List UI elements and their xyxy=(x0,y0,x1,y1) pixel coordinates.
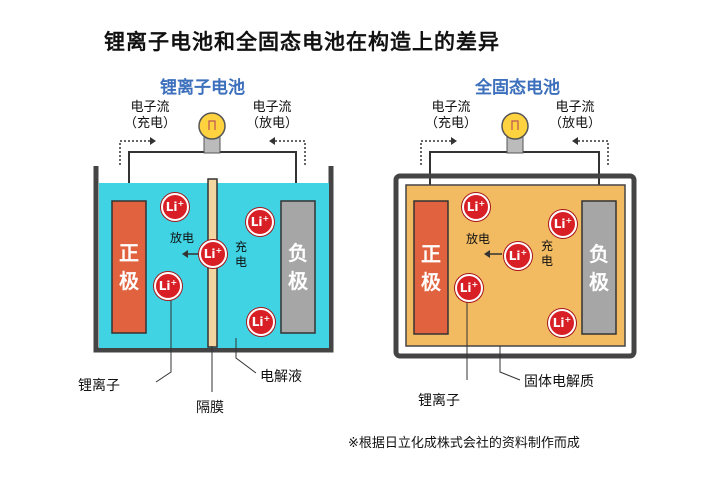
left-charge-label: 充 电 xyxy=(235,240,248,269)
arrow-left-icon xyxy=(182,250,188,258)
heading-solid-state: 全固态电池 xyxy=(475,78,560,98)
right-flow-charge-label: 电子流 （充电） xyxy=(425,100,478,131)
right-container xyxy=(393,173,637,359)
li-ion-icon: Li+ xyxy=(548,309,576,337)
callout-ion xyxy=(155,293,172,383)
solid-electrolyte-callout: 固体电解质 xyxy=(524,374,594,390)
left-negative-label: 负 极 xyxy=(288,241,308,293)
heading-li-ion: 锂离子电池 xyxy=(160,78,245,98)
separator-callout: 隔膜 xyxy=(196,400,224,416)
left-flow-charge-label: 电子流 （充电） xyxy=(124,100,177,131)
arrow-left-icon xyxy=(484,250,490,258)
right-flow-discharge-label: 电子流 （放电） xyxy=(549,100,602,131)
dotted-arrow-icon xyxy=(119,140,150,165)
dotted-arrow-icon xyxy=(578,140,609,165)
electrolyte-callout: 电解液 xyxy=(260,369,302,385)
right-positive-electrode xyxy=(413,200,449,335)
callout-electrolyte xyxy=(235,338,257,374)
li-ion-icon: Li+ xyxy=(199,240,227,268)
right-discharge-label: 放电 xyxy=(466,232,491,246)
dotted-arrow-icon xyxy=(275,140,306,165)
dotted-arrow-icon xyxy=(420,140,451,165)
light-bulb-icon xyxy=(501,112,529,154)
right-positive-label: 正 极 xyxy=(421,241,441,294)
left-container xyxy=(93,166,334,353)
left-positive-label: 正 极 xyxy=(119,241,139,293)
right-negative-electrode xyxy=(581,200,617,335)
page-title: 锂离子电池和全固态电池在构造上的差异 xyxy=(104,30,500,54)
right-charge-label: 充 电 xyxy=(541,239,554,268)
left-ion-callout: 锂离子 xyxy=(78,378,120,394)
right-ion-callout: 锂离子 xyxy=(418,393,460,409)
source-note: ※根据日立化成株式会社的资料制作而成 xyxy=(348,436,580,451)
li-ion-icon: Li+ xyxy=(504,242,532,270)
li-ion-icon: Li+ xyxy=(161,193,189,221)
left-positive-electrode xyxy=(111,200,147,334)
li-ion-icon: Li+ xyxy=(154,272,182,300)
callout-solid-electrolyte xyxy=(499,346,521,381)
left-flow-discharge-label: 电子流 （放电） xyxy=(246,100,299,131)
li-ion-icon: Li+ xyxy=(455,274,483,302)
li-ion-icon: Li+ xyxy=(462,193,490,221)
left-discharge-label: 放电 xyxy=(170,231,195,245)
left-negative-electrode xyxy=(280,200,316,334)
right-negative-label: 负 极 xyxy=(589,241,609,294)
li-ion-icon: Li+ xyxy=(247,308,275,336)
light-bulb-icon xyxy=(198,112,226,154)
li-ion-icon: Li+ xyxy=(549,210,577,238)
li-ion-icon: Li+ xyxy=(246,208,274,236)
